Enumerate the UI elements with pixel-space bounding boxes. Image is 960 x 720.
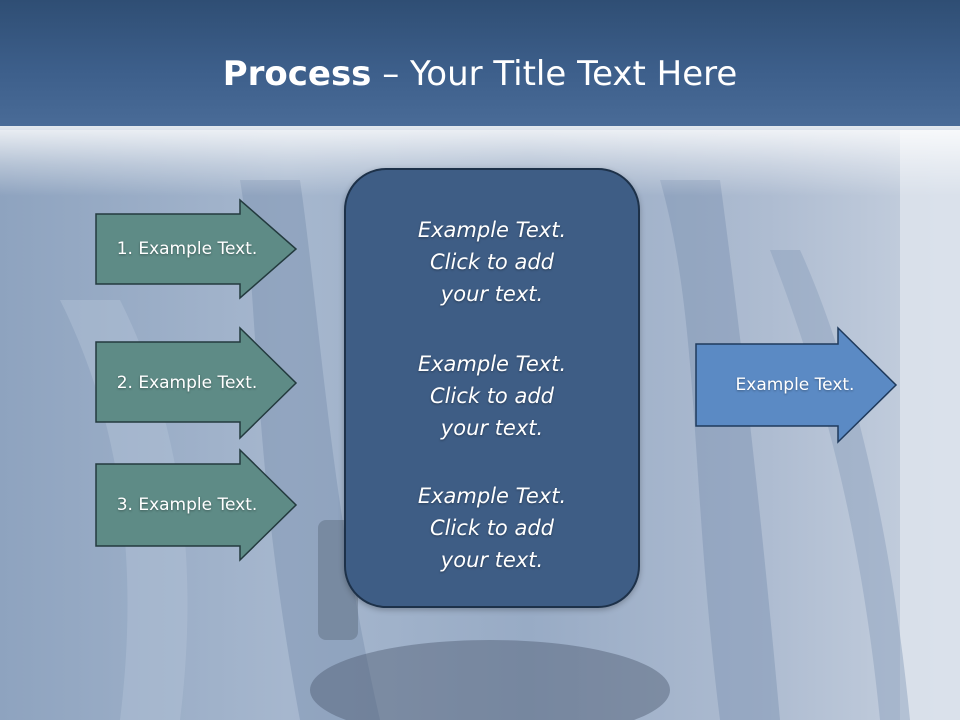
title-bold: Process: [222, 54, 372, 94]
output-arrow-label: Example Text.: [735, 375, 855, 395]
output-arrow[interactable]: Example Text.: [694, 326, 900, 444]
input-arrow-1-label: 1. Example Text.: [116, 239, 258, 259]
process-text-line: your text.: [440, 548, 544, 572]
process-text-block-2[interactable]: Example Text. Click to add your text.: [346, 348, 638, 444]
process-text-line: your text.: [440, 282, 544, 306]
title-rest: – Your Title Text Here: [371, 54, 738, 94]
process-box[interactable]: Example Text. Click to add your text. Ex…: [344, 168, 640, 608]
right-arrow-shape: [695, 326, 898, 444]
title-bar: [0, 0, 960, 130]
input-arrow-1[interactable]: 1. Example Text.: [94, 198, 300, 300]
process-text-line: Example Text.: [417, 484, 567, 508]
input-arrow-2-label: 2. Example Text.: [116, 373, 258, 393]
input-arrow-2[interactable]: 2. Example Text.: [94, 326, 300, 440]
process-text-line: Click to add: [429, 250, 554, 274]
process-text-line: your text.: [440, 416, 544, 440]
right-arrow-shape: [95, 326, 298, 440]
input-arrow-3-label: 3. Example Text.: [116, 495, 258, 515]
input-arrow-3[interactable]: 3. Example Text.: [94, 448, 300, 562]
process-text-line: Click to add: [429, 516, 554, 540]
slide-title[interactable]: Process – Your Title Text Here: [0, 52, 960, 96]
right-arrow-shape: [95, 448, 298, 562]
right-arrow-shape: [95, 198, 298, 300]
process-text-line: Example Text.: [417, 352, 567, 376]
process-text-line: Click to add: [429, 384, 554, 408]
process-text-block-3[interactable]: Example Text. Click to add your text.: [346, 480, 638, 576]
process-text-block-1[interactable]: Example Text. Click to add your text.: [346, 214, 638, 310]
process-text-line: Example Text.: [417, 218, 567, 242]
